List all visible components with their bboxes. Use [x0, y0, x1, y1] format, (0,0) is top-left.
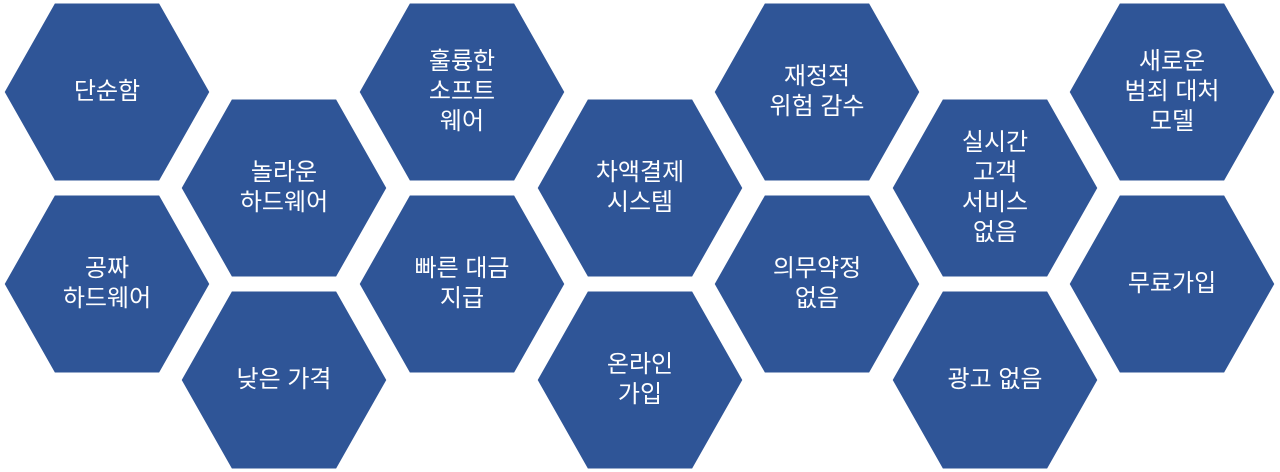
hexagon-label: 훌륭한 소프트 웨어 — [428, 48, 496, 135]
hexagon-free-signup: 무료가입 — [1066, 192, 1278, 376]
hexagon-no-contract: 의무약정 없음 — [711, 192, 923, 376]
hexagon-free-hardware: 공짜 하드웨어 — [1, 192, 213, 376]
hexagon-label: 의무약정 없음 — [772, 255, 862, 312]
hexagon-label: 무료가입 — [1127, 270, 1217, 297]
hexagon-label: 놀라운 하드웨어 — [239, 159, 329, 216]
hexagon-label: 새로운 범죄 대처 모델 — [1124, 48, 1220, 135]
hexagon-great-software: 훌륭한 소프트 웨어 — [356, 0, 568, 184]
hexagon-label: 단순함 — [73, 78, 141, 105]
hexagon-simplicity: 단순함 — [1, 0, 213, 184]
hexagon-financial-risk: 재정적 위험 감수 — [711, 0, 923, 184]
hexagon-label: 빠른 대금 지급 — [414, 255, 510, 312]
hexagon-settlement-system: 차액결제 시스템 — [534, 96, 746, 280]
hexagon-new-fraud-model: 새로운 범죄 대처 모델 — [1066, 0, 1278, 184]
hexagon-label: 공짜 하드웨어 — [62, 255, 152, 312]
hexagon-label: 실시간 고객 서비스 없음 — [961, 129, 1029, 246]
hexagon-label: 광고 없음 — [947, 366, 1043, 393]
hexagon-label: 온라인 가입 — [606, 351, 674, 408]
hexagon-label: 차액결제 시스템 — [595, 159, 685, 216]
hexagon-online-signup: 온라인 가입 — [534, 288, 746, 472]
hexagon-label: 낮은 가격 — [236, 366, 332, 393]
hexagon-no-ads: 광고 없음 — [889, 288, 1101, 472]
hexagon-low-price: 낮은 가격 — [178, 288, 390, 472]
hexagon-amazing-hardware: 놀라운 하드웨어 — [178, 96, 390, 280]
hexagon-no-live-support: 실시간 고객 서비스 없음 — [889, 96, 1101, 280]
hexagon-fast-payment: 빠른 대금 지급 — [356, 192, 568, 376]
hexagon-label: 재정적 위험 감수 — [769, 63, 865, 120]
